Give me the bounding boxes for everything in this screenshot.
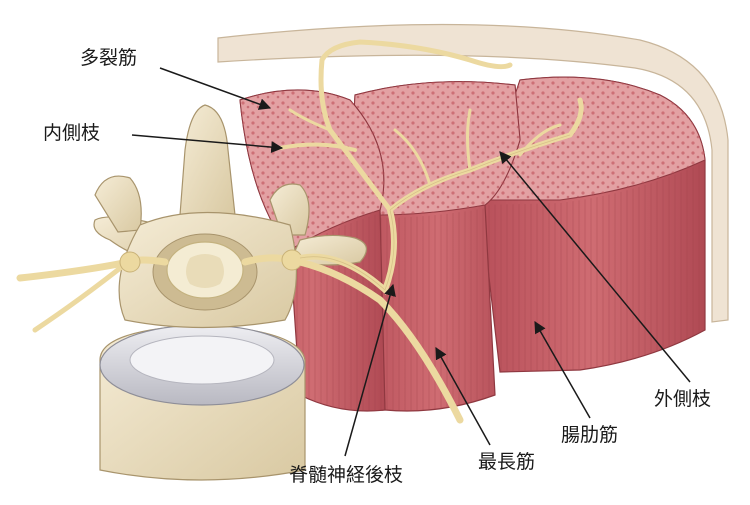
vertebra <box>93 104 367 481</box>
medial-branch-nerve <box>318 39 513 213</box>
iliocostalis-muscle <box>479 76 706 373</box>
label-multifidus: 多裂筋 <box>80 47 138 69</box>
label-medial-branch: 内側枝 <box>43 122 101 144</box>
label-longissimus: 最長筋 <box>478 451 536 473</box>
leader-lateral-branch <box>499 151 691 383</box>
leader-longissimus <box>435 346 491 446</box>
leader-iliocostalis <box>534 320 591 419</box>
label-dorsal-ramus: 脊髄神経後枝 <box>289 464 404 486</box>
leader-medial-branch <box>131 134 284 154</box>
leader-multifidus <box>159 67 272 110</box>
label-lateral-branch: 外側枝 <box>654 388 712 410</box>
label-iliocostalis: 腸肋筋 <box>561 424 619 446</box>
leader-dorsal-ramus <box>344 283 396 457</box>
leader-lines <box>131 67 691 457</box>
